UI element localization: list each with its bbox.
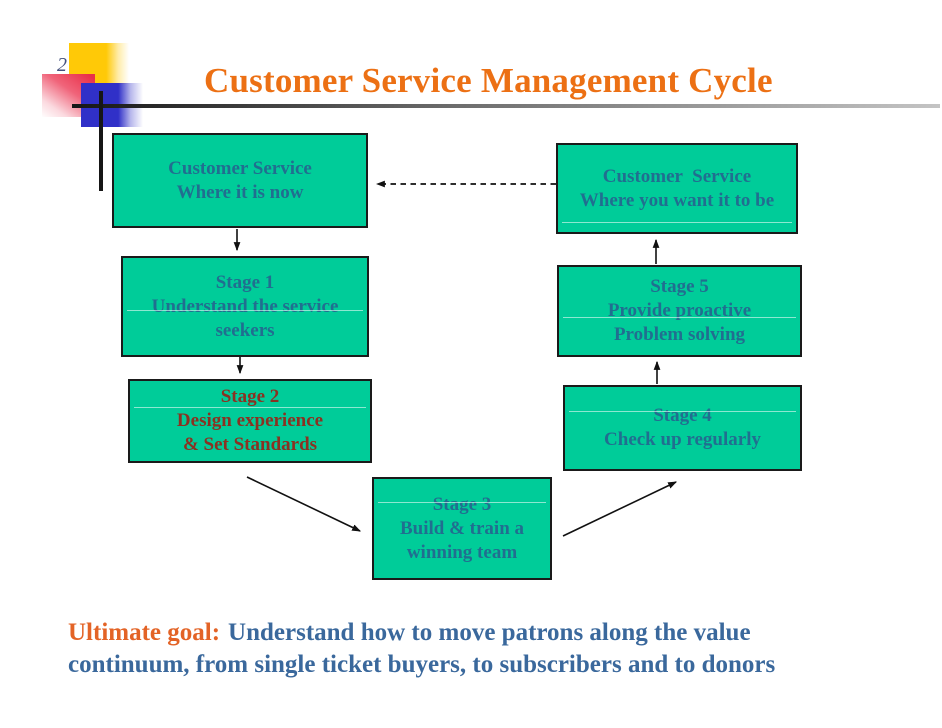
box-label: Stage 2 Design experience & Set Standard…: [176, 386, 324, 455]
box-label: Stage 3 Build & train a winning team: [399, 493, 525, 563]
slide-title: Customer Service Management Cycle: [204, 61, 773, 100]
box-label: Stage 4 Check up regularly: [604, 405, 761, 450]
box-customer-service-now: Customer Service Where it is now: [112, 133, 368, 228]
box-stage-3: Stage 3 Build & train a winning team: [372, 477, 552, 580]
title-underline-rule: [72, 104, 940, 108]
box-label: Stage 5 Provide proactive Problem solvin…: [607, 276, 752, 345]
arrow-stage3-to-stage4: [562, 481, 678, 537]
box-label: Customer Service Where it is now: [168, 157, 312, 203]
slide-number: 2: [57, 54, 67, 76]
box-stage-1: Stage 1 Understand the service seekers: [121, 256, 369, 357]
box-customer-service-target: Customer Service Where you want it to be: [556, 143, 798, 234]
box-stage-5: Stage 5 Provide proactive Problem solvin…: [557, 265, 802, 357]
box-stage-2: Stage 2 Design experience & Set Standard…: [128, 379, 372, 463]
arrow-stage2-to-stage3: [246, 476, 362, 532]
box-label: Stage 1 Understand the service seekers: [151, 271, 339, 341]
box-label: Customer Service Where you want it to be: [579, 165, 775, 211]
box-stage-4: Stage 4 Check up regularly: [563, 385, 802, 471]
divider-line: [562, 222, 792, 223]
goal-statement: Ultimate goal:Understand how to move pat…: [68, 617, 932, 681]
goal-text: Understand how to move patrons along the…: [68, 619, 776, 678]
goal-label: Ultimate goal:: [68, 619, 221, 646]
decor-vertical-rule: [99, 91, 103, 191]
